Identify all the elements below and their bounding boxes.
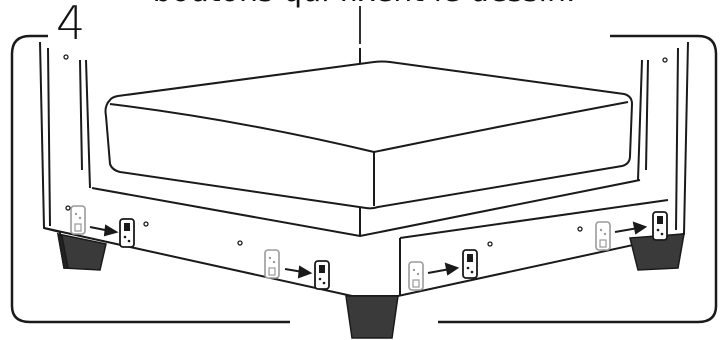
step-number: 4 [56,0,86,50]
screw-hole-icon [63,54,668,247]
sofa-feet [57,232,685,339]
arrow-right-icon [89,221,648,279]
step-frame [10,34,718,324]
sofa-cushion [104,60,634,210]
instruction-caption: boutons qui fixent le dessin. [0,0,728,9]
bracket-icon [70,205,668,291]
